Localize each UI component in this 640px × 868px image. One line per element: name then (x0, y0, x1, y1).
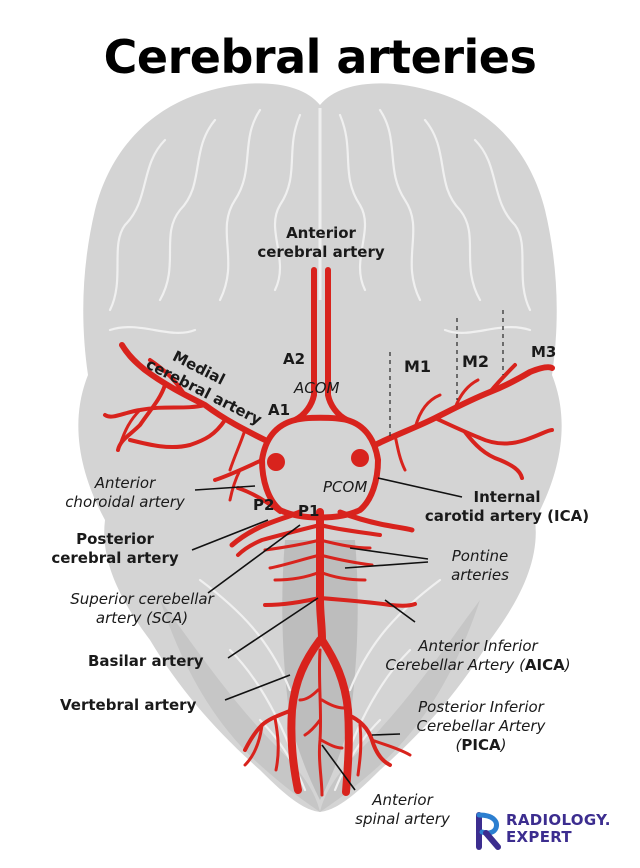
middle-cerebral-artery-left (119, 342, 268, 443)
label-anterior-spinal-line2: spinal artery (355, 810, 450, 828)
page-title: Cerebral arteries (103, 30, 537, 84)
label-anterior-spinal-artery: Anterior spinal artery (340, 791, 465, 829)
arteries (103, 267, 555, 797)
label-anterior-choroidal-line1: Anterior (94, 474, 156, 492)
label-aica-line1: Anterior Inferior (418, 637, 538, 655)
label-internal-carotid-line2: carotid artery (ICA) (424, 507, 590, 525)
radiology-expert-logo-icon (476, 812, 501, 850)
basilar-artery (316, 508, 326, 644)
radiology-expert-logo-text: RADIOLOGY. EXPERT (506, 812, 611, 846)
logo-line1: RADIOLOGY. (506, 811, 611, 829)
posterior-cerebral-artery-right (337, 509, 415, 533)
label-m3: M3 (531, 343, 557, 361)
label-basilar-artery: Basilar artery (88, 652, 204, 670)
label-p1: P1 (298, 502, 320, 520)
label-vertebral-artery: Vertebral artery (60, 696, 197, 714)
brain-silhouette (78, 83, 562, 812)
vertebral-artery-right (318, 636, 353, 796)
label-pica-abbr: PICA (461, 736, 501, 754)
leader-lines (191, 477, 463, 791)
label-pica-line3: (PICA) (396, 736, 566, 755)
label-superior-cerebellar-line2: artery (SCA) (95, 609, 189, 627)
gyri (108, 108, 532, 792)
label-pontine-line1: Pontine (451, 547, 509, 565)
logo-line2: EXPERT (506, 828, 572, 846)
label-aica-abbr: AICA (524, 656, 565, 674)
superior-cerebellar-artery (236, 523, 322, 557)
cerebellum (160, 600, 480, 812)
label-superior-cerebellar-line1: Superior cerebellar (70, 590, 214, 608)
label-anterior-cerebral-line1: Anterior (286, 224, 356, 242)
brain-hemispheres (78, 83, 562, 812)
label-pica-line3-post: ) (500, 736, 507, 754)
label-a1: A1 (268, 401, 291, 419)
ica-left-knob (267, 453, 285, 471)
label-pica: Posterior Inferior Cerebellar Artery (PI… (396, 698, 566, 755)
label-internal-carotid-line1: Internal (473, 488, 541, 506)
label-posterior-cerebral-line1: Posterior (76, 530, 154, 548)
label-a2: A2 (283, 350, 306, 368)
label-m2: M2 (462, 352, 490, 371)
label-aica: Anterior Inferior Cerebellar Artery (AIC… (362, 637, 594, 675)
label-pontine-arteries: Pontine arteries (425, 547, 535, 585)
label-m1: M1 (404, 357, 432, 376)
label-anterior-choroidal-line2: choroidal artery (65, 493, 185, 511)
label-posterior-cerebral-artery: Posterior cerebral artery (30, 530, 200, 568)
label-aica-line2-post: ) (564, 656, 571, 674)
aica-right (318, 596, 417, 608)
label-anterior-spinal-line1: Anterior (372, 791, 433, 809)
label-pica-line3-pre: ( (455, 736, 462, 754)
label-p2: P2 (253, 496, 275, 514)
label-internal-carotid-artery: Internal carotid artery (ICA) (402, 488, 612, 526)
ica-right-knob (351, 449, 369, 467)
posterior-cerebral-artery-left (229, 509, 303, 548)
label-pica-line1: Posterior Inferior (418, 698, 544, 716)
label-pcom: PCOM (323, 478, 368, 496)
label-pica-line2: Cerebellar Artery (416, 717, 546, 735)
label-superior-cerebellar-artery: Superior cerebellar artery (SCA) (52, 590, 232, 628)
label-aica-line2-pre: Cerebellar Artery ( (385, 656, 525, 674)
label-acom: ACOM (294, 379, 340, 397)
label-aica-line2: Cerebellar Artery (AICA) (362, 656, 594, 675)
label-anterior-cerebral-artery: Anterior cerebral artery (236, 224, 406, 262)
label-pontine-line2: arteries (451, 566, 509, 584)
label-posterior-cerebral-line2: cerebral artery (51, 549, 179, 567)
label-anterior-choroidal-artery: Anterior choroidal artery (40, 474, 210, 512)
label-anterior-cerebral-line2: cerebral artery (257, 243, 385, 261)
segment-markers (389, 310, 504, 440)
